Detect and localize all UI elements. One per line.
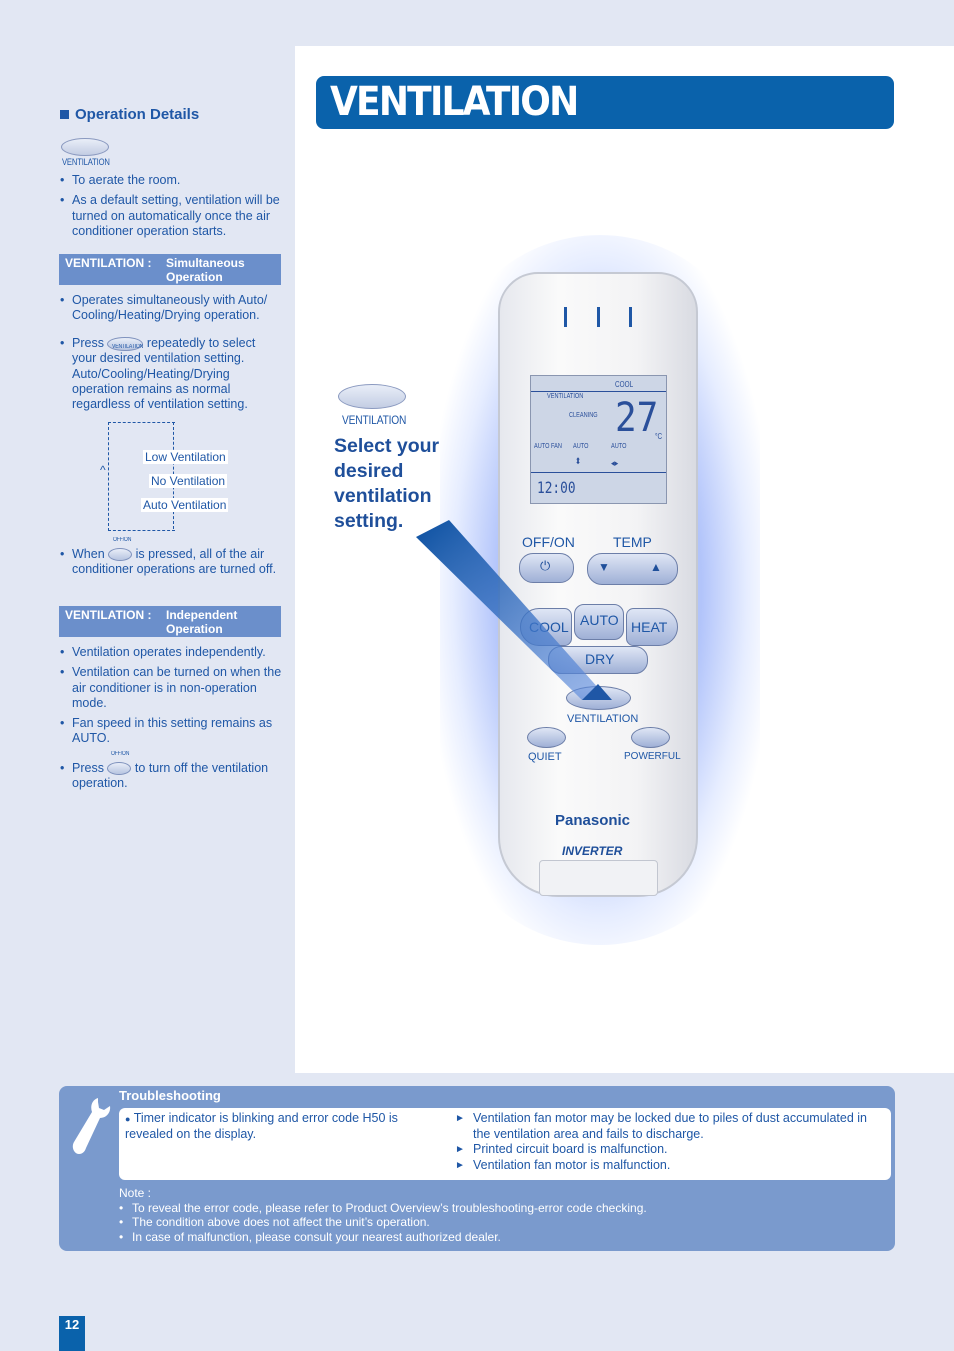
cycle-auto-ventilation: Auto Ventilation [141,498,229,512]
temp-up-icon: ▲ [650,560,662,574]
note-label: Note : [119,1186,152,1200]
note-item: To reveal the error code, please refer t… [119,1201,889,1216]
page-number: 12 [59,1316,85,1351]
list-item: Ventilation operates independently. [60,645,282,661]
offon-button-icon [107,762,132,776]
offon-button-icon [108,548,133,562]
troubleshooting-notes: Note : To reveal the error code, please … [119,1186,889,1244]
cool-button[interactable]: COOL [520,608,572,646]
dry-button[interactable]: DRY [548,646,648,674]
temp-label: TEMP [613,534,652,550]
offon-button-label: OFF/ON [113,537,132,543]
cause-item: Ventilation fan motor may be locked due … [455,1111,885,1142]
press-button-label: VENTILATION [112,344,144,350]
offon-button-label: OFF/ON [111,751,130,757]
lcd-unit: °C [655,432,663,441]
powerful-label: POWERFUL [624,751,681,762]
off-on-button[interactable]: ⏻ [519,553,574,583]
lcd-time: 12:00 [537,478,576,497]
ventilation-button-icon [107,336,144,351]
list-item: To aerate the room. [60,173,282,189]
title-bar: VENTILATION [316,76,894,129]
lcd-temperature: 27 [615,395,659,441]
ventilation-button-icon [61,138,109,156]
temp-down-icon: ▼ [598,560,610,574]
quiet-button[interactable] [527,727,566,748]
ventilation-callout-button-icon [338,384,406,409]
lcd-auto: AUTO [573,443,589,450]
lcd-auto: AUTO [611,443,627,450]
select-ventilation-text: Select your desired ventilation setting. [334,435,440,532]
heat-button[interactable]: HEAT [626,608,678,646]
troubleshooting-causes: Ventilation fan motor may be locked due … [455,1111,885,1173]
battery-cover [539,860,658,896]
ventilation-button-label: VENTILATION [62,157,110,167]
list-item: Fan speed in this setting remains as AUT… [60,716,282,747]
list-item: Ventilation can be turned on when the ai… [60,665,282,711]
off-on-label: OFF/ON [522,534,575,550]
list-item: Operates simultaneously with Auto/ Cooli… [60,293,282,324]
troubleshooting-title: Troubleshooting [119,1088,221,1103]
indicator-led [564,307,567,327]
powerful-button[interactable] [631,727,670,748]
cycle-diagram [108,422,175,531]
list-item: As a default setting, ventilation will b… [60,193,282,239]
auto-button[interactable]: AUTO [574,604,624,640]
troubleshooting-symptom: ● Timer indicator is blinking and error … [125,1111,398,1141]
cycle-no-ventilation: No Ventilation [149,474,228,488]
operation-details-list: To aerate the room. As a default setting… [60,173,282,244]
list-item: Press to turn off the ventilation operat… [60,761,282,792]
ventilation-callout-label: VENTILATION [342,413,407,427]
lcd-auto-fan: AUTO FAN [534,443,562,450]
lcd-leftright-icon: ◂▸ [611,458,619,468]
note-item: In case of malfunction, please consult y… [119,1230,889,1245]
lcd-display: COOL VENTILATION CLEANING 27 °C AUTO FAN… [530,375,667,504]
note-item: The condition above does not affect the … [119,1215,889,1230]
lcd-cool: COOL [615,380,634,389]
cause-item: Printed circuit board is malfunction. [455,1142,885,1158]
lcd-updown-icon: ⬍ [575,456,582,466]
simultaneous-when-list: When is pressed, all of the air conditio… [60,547,282,583]
temp-button[interactable]: ▼ ▲ [587,553,678,585]
wrench-icon [72,1098,111,1154]
independent-press-list: Press to turn off the ventilation operat… [60,761,282,797]
lcd-ventilation: VENTILATION [547,393,584,400]
brand-logo: Panasonic [555,812,631,829]
independent-list: Ventilation operates independently. Vent… [60,645,282,752]
lcd-cleaning: CLEANING [569,412,598,419]
ventilation-label: VENTILATION [567,713,639,725]
cycle-low-ventilation: Low Ventilation [143,450,228,464]
indicator-led [629,307,632,327]
quiet-label: QUIET [528,751,562,763]
simultaneous-list: Operates simultaneously with Auto/ Cooli… [60,293,282,329]
inverter-logo: INVERTER [562,844,623,858]
list-item: When is pressed, all of the air conditio… [60,547,282,578]
simultaneous-press-list: Press repeatedly to select your desired … [60,336,282,417]
power-icon: ⏻ [540,558,551,573]
cycle-arrow-icon: ^ [100,463,106,477]
independent-section-bar: VENTILATION : Independent Operation [59,606,281,637]
operation-details-heading: Operation Details [60,106,199,123]
cause-item: Ventilation fan motor is malfunction. [455,1158,885,1174]
ventilation-button[interactable] [566,686,631,710]
list-item: Press repeatedly to select your desired … [60,336,282,412]
simultaneous-section-bar: VENTILATION : Simultaneous Operation [59,254,281,285]
indicator-led [597,307,600,327]
page-title: VENTILATION [330,79,579,125]
